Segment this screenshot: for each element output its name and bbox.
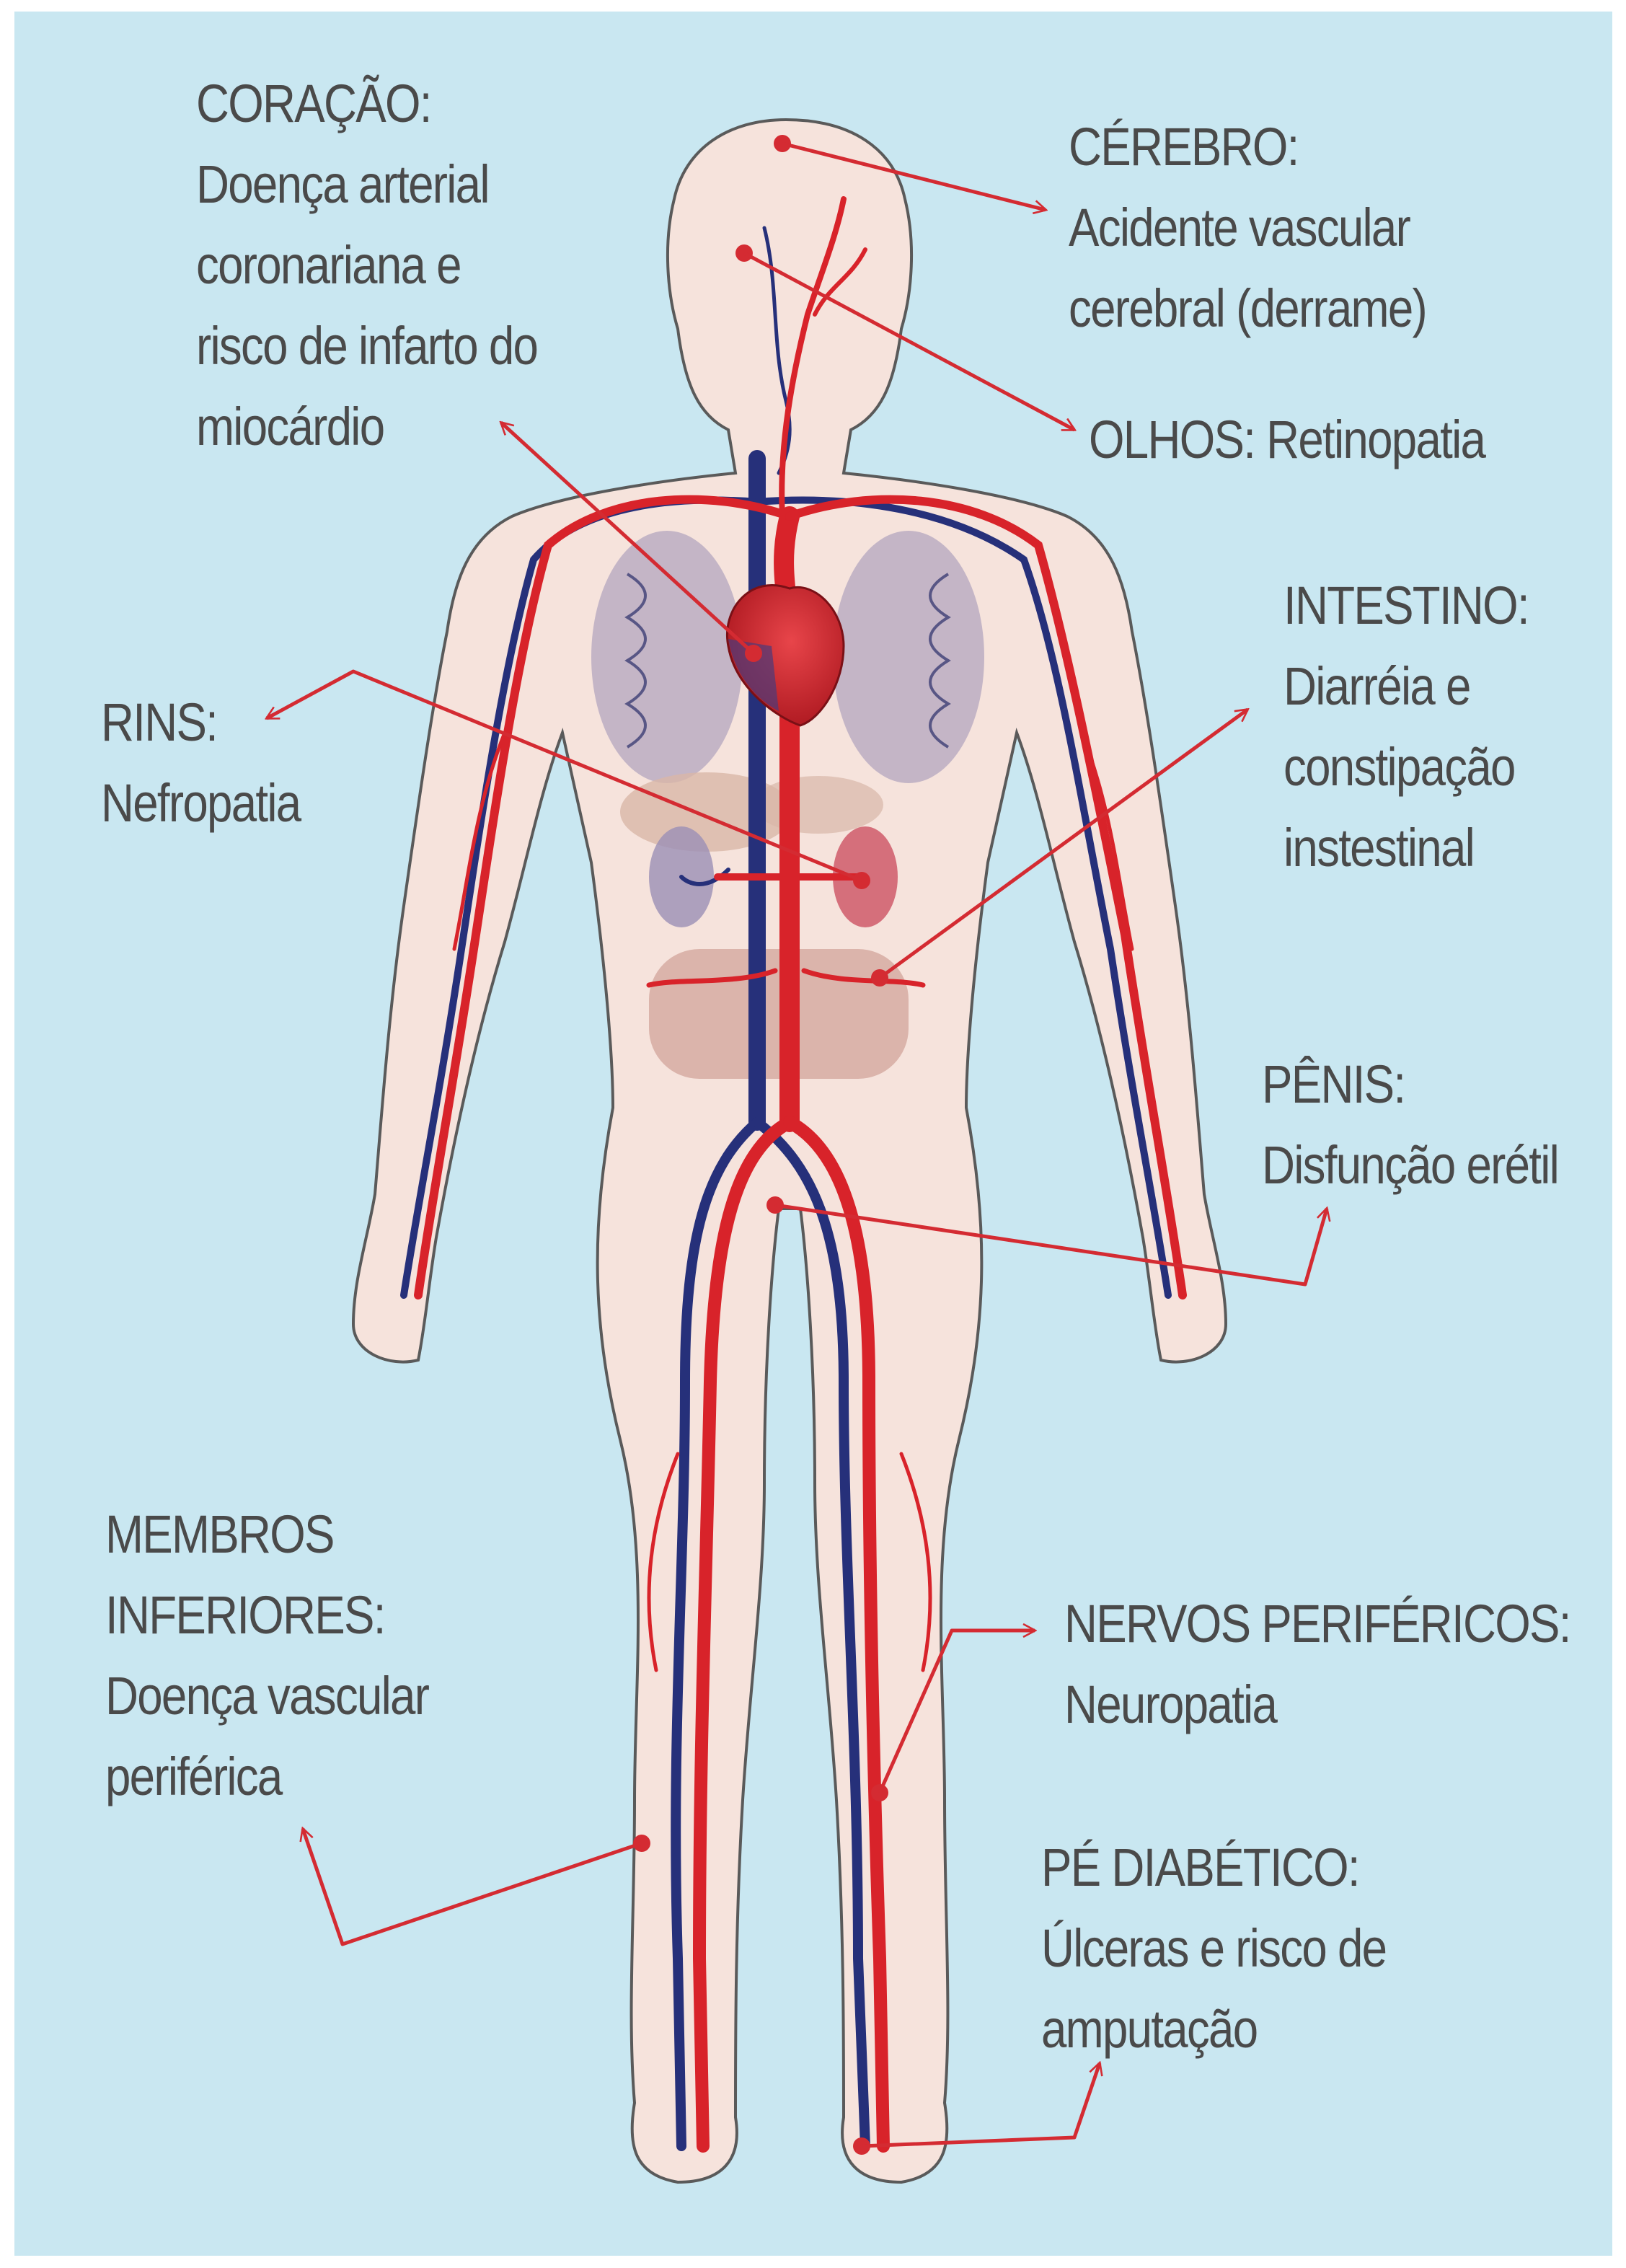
label-rins-line-1: RINS: bbox=[101, 682, 300, 763]
diagram-canvas: CORAÇÃO: Doença arterial coronariana e r… bbox=[14, 12, 1612, 2256]
label-pe-line-2: Úlceras e risco de bbox=[1041, 1908, 1386, 1989]
label-intestino-line-1: INTESTINO: bbox=[1283, 565, 1529, 646]
label-intestino-line-3: constipação bbox=[1283, 727, 1529, 808]
label-coracao-line-1: CORAÇÃO: bbox=[196, 63, 537, 144]
label-membros-line-2: INFERIORES: bbox=[105, 1575, 428, 1656]
label-pe-line-1: PÉ DIABÉTICO: bbox=[1041, 1827, 1386, 1908]
label-coracao-line-3: coronariana e bbox=[196, 225, 537, 306]
intestine-area bbox=[649, 949, 909, 1079]
label-coracao-line-2: Doença arterial bbox=[196, 144, 537, 225]
label-olhos-line-1: OLHOS: Retinopatia bbox=[1089, 400, 1485, 480]
left-lung bbox=[591, 531, 743, 783]
right-lung bbox=[833, 531, 984, 783]
label-coracao-line-4: risco de infarto do bbox=[196, 306, 537, 387]
label-pe-line-3: amputação bbox=[1041, 1989, 1386, 2070]
label-penis: PÊNIS: Disfunção erétil bbox=[1262, 1044, 1558, 1206]
label-coracao-line-5: miocárdio bbox=[196, 387, 537, 467]
label-intestino-line-2: Diarréia e bbox=[1283, 646, 1529, 727]
label-cerebro-line-2: Acidente vascular bbox=[1069, 187, 1426, 268]
label-penis-line-2: Disfunção erétil bbox=[1262, 1125, 1558, 1206]
label-intestino-line-4: instestinal bbox=[1283, 808, 1529, 888]
label-membros-line-4: periférica bbox=[105, 1737, 428, 1817]
label-nervos: NERVOS PERIFÉRICOS: Neuropatia bbox=[1064, 1584, 1570, 1745]
label-membros: MEMBROS INFERIORES: Doença vascular peri… bbox=[105, 1494, 428, 1817]
label-nervos-line-2: Neuropatia bbox=[1064, 1664, 1570, 1745]
label-membros-line-1: MEMBROS bbox=[105, 1494, 428, 1575]
label-nervos-line-1: NERVOS PERIFÉRICOS: bbox=[1064, 1584, 1570, 1664]
arrow-membros bbox=[303, 1829, 642, 1944]
label-rins: RINS: Nefropatia bbox=[101, 682, 300, 844]
label-rins-line-2: Nefropatia bbox=[101, 763, 300, 844]
label-cerebro: CÉREBRO: Acidente vascular cerebral (der… bbox=[1069, 107, 1426, 349]
label-cerebro-line-1: CÉREBRO: bbox=[1069, 107, 1426, 187]
label-cerebro-line-3: cerebral (derrame) bbox=[1069, 268, 1426, 349]
label-coracao: CORAÇÃO: Doença arterial coronariana e r… bbox=[196, 63, 537, 467]
label-pe: PÉ DIABÉTICO: Úlceras e risco de amputaç… bbox=[1041, 1827, 1386, 2070]
label-membros-line-3: Doença vascular bbox=[105, 1656, 428, 1737]
label-penis-line-1: PÊNIS: bbox=[1262, 1044, 1558, 1125]
stomach-area bbox=[754, 776, 883, 834]
label-olhos: OLHOS: Retinopatia bbox=[1089, 400, 1485, 480]
label-intestino: INTESTINO: Diarréia e constipação instes… bbox=[1283, 565, 1529, 888]
